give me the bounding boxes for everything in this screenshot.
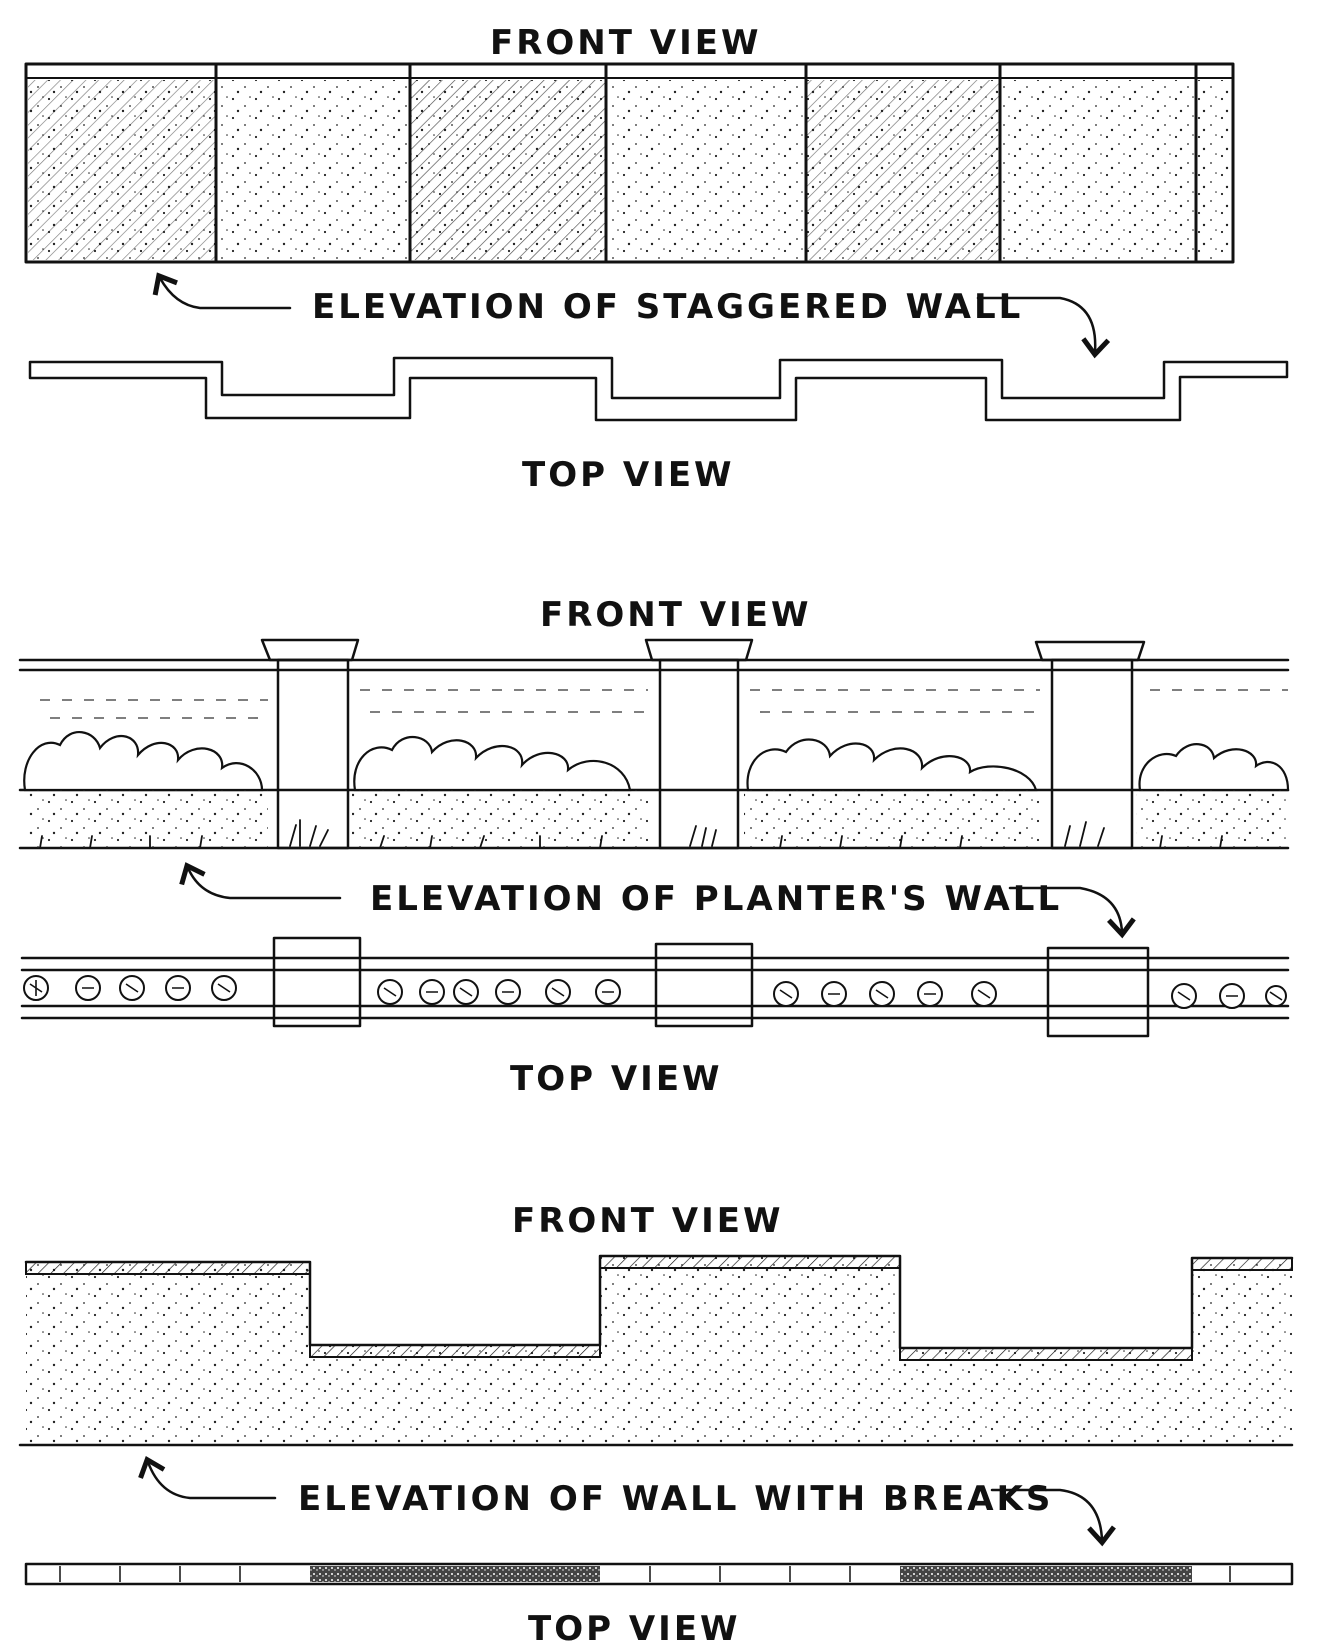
top-view-label: TOP VIEW: [510, 1059, 723, 1099]
pillar-plan: [654, 942, 754, 1028]
elevation-caption: ELEVATION OF PLANTER'S WALL: [370, 879, 1062, 919]
left-pointer-arrow: [179, 862, 342, 900]
staggered-wall-section: FRONT VIEW ELEVATION: [24, 23, 1289, 495]
planters-wall-plan: [20, 936, 1290, 1038]
pillar: [1034, 640, 1146, 850]
forward-panel: [606, 80, 806, 260]
top-view-label: TOP VIEW: [522, 455, 735, 495]
pillar-plan: [1046, 946, 1150, 1038]
forward-panel: [216, 80, 410, 260]
front-view-label: FRONT VIEW: [512, 1201, 784, 1241]
right-pointer-arrow: [990, 1488, 1116, 1547]
front-view-label: FRONT VIEW: [490, 23, 762, 63]
staggered-wall-elevation: [24, 62, 1235, 264]
coping-strip: [1191, 1257, 1293, 1271]
front-view-label: FRONT VIEW: [540, 595, 812, 635]
coping-strip: [309, 1344, 601, 1358]
right-pointer-arrow: [1008, 886, 1136, 939]
recessed-segment: [900, 1566, 1192, 1582]
pillar: [644, 638, 754, 850]
pillar-plan: [272, 936, 362, 1028]
elevation-caption: ELEVATION OF STAGGERED WALL: [312, 287, 1023, 327]
left-pointer-arrow: [152, 272, 292, 310]
wall-with-breaks-plan: [24, 1562, 1294, 1586]
top-view-label: TOP VIEW: [528, 1609, 741, 1648]
pillar: [260, 638, 360, 850]
elevation-caption: ELEVATION OF WALL WITH BREAKS: [298, 1479, 1053, 1519]
wall-with-breaks-elevation: [18, 1254, 1294, 1447]
planters-wall-section: FRONT VIEW: [18, 595, 1290, 1099]
coping-strip: [599, 1255, 901, 1269]
coping-strip: [25, 1261, 311, 1275]
coping-strip: [899, 1347, 1193, 1361]
wall-with-breaks-section: FRONT VIEW ELEVATION OF WALL WITH BREAKS: [18, 1201, 1294, 1648]
planters-wall-elevation: [18, 638, 1290, 850]
staggered-wall-plan: [28, 356, 1289, 422]
recessed-segment: [310, 1566, 600, 1582]
planter-shrubs: [23, 731, 1290, 792]
forward-panel: [1000, 80, 1196, 260]
left-pointer-arrow: [138, 1455, 277, 1500]
right-pointer-arrow: [976, 296, 1111, 359]
